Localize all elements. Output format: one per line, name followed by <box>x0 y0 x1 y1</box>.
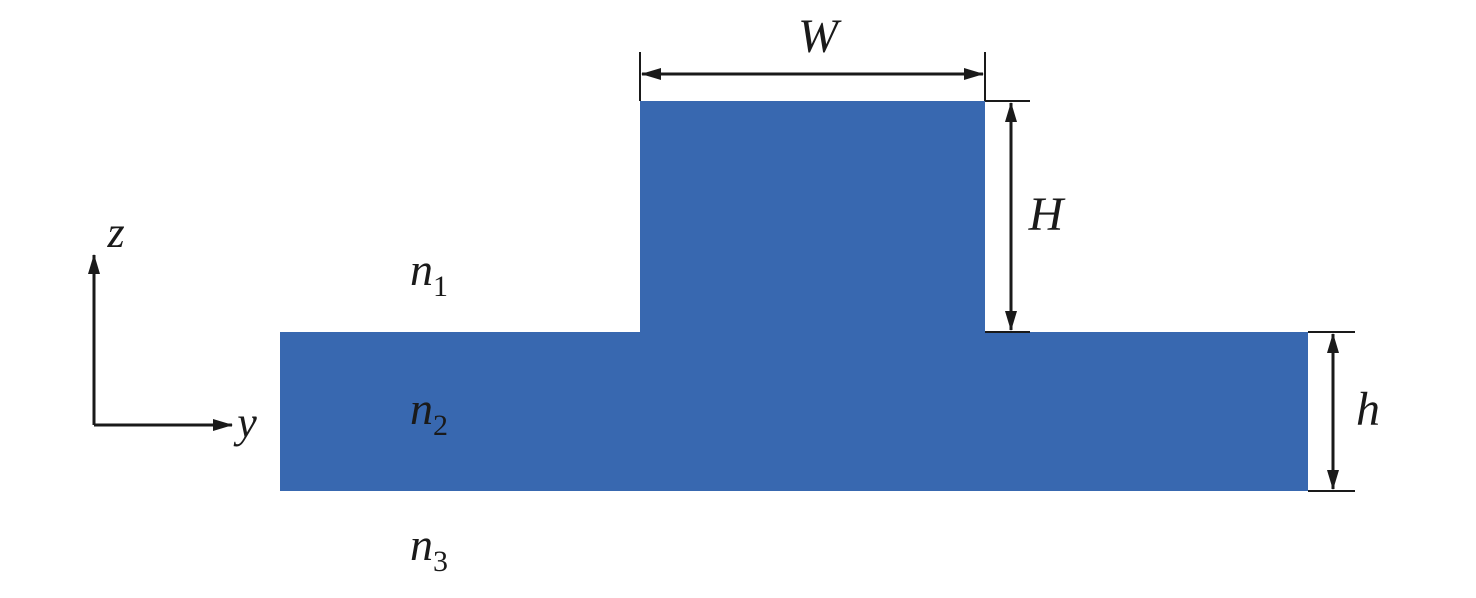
substrate-index-label: n3 <box>410 519 448 578</box>
rib-height-dimension: H <box>985 100 1066 333</box>
y-axis-label: y <box>233 398 257 447</box>
width-dimension: W <box>639 10 986 101</box>
rib-height-label: H <box>1028 188 1066 241</box>
slab-height-dimension: h <box>1308 331 1380 492</box>
coordinate-axes: z y <box>88 208 257 447</box>
slab-height-label: h <box>1356 383 1380 436</box>
cladding-index-label: n1 <box>410 244 448 303</box>
waveguide-core-shape <box>280 101 1308 491</box>
width-label: W <box>798 10 842 63</box>
z-axis-label: z <box>106 208 124 257</box>
core-index-label: n2 <box>410 383 448 442</box>
